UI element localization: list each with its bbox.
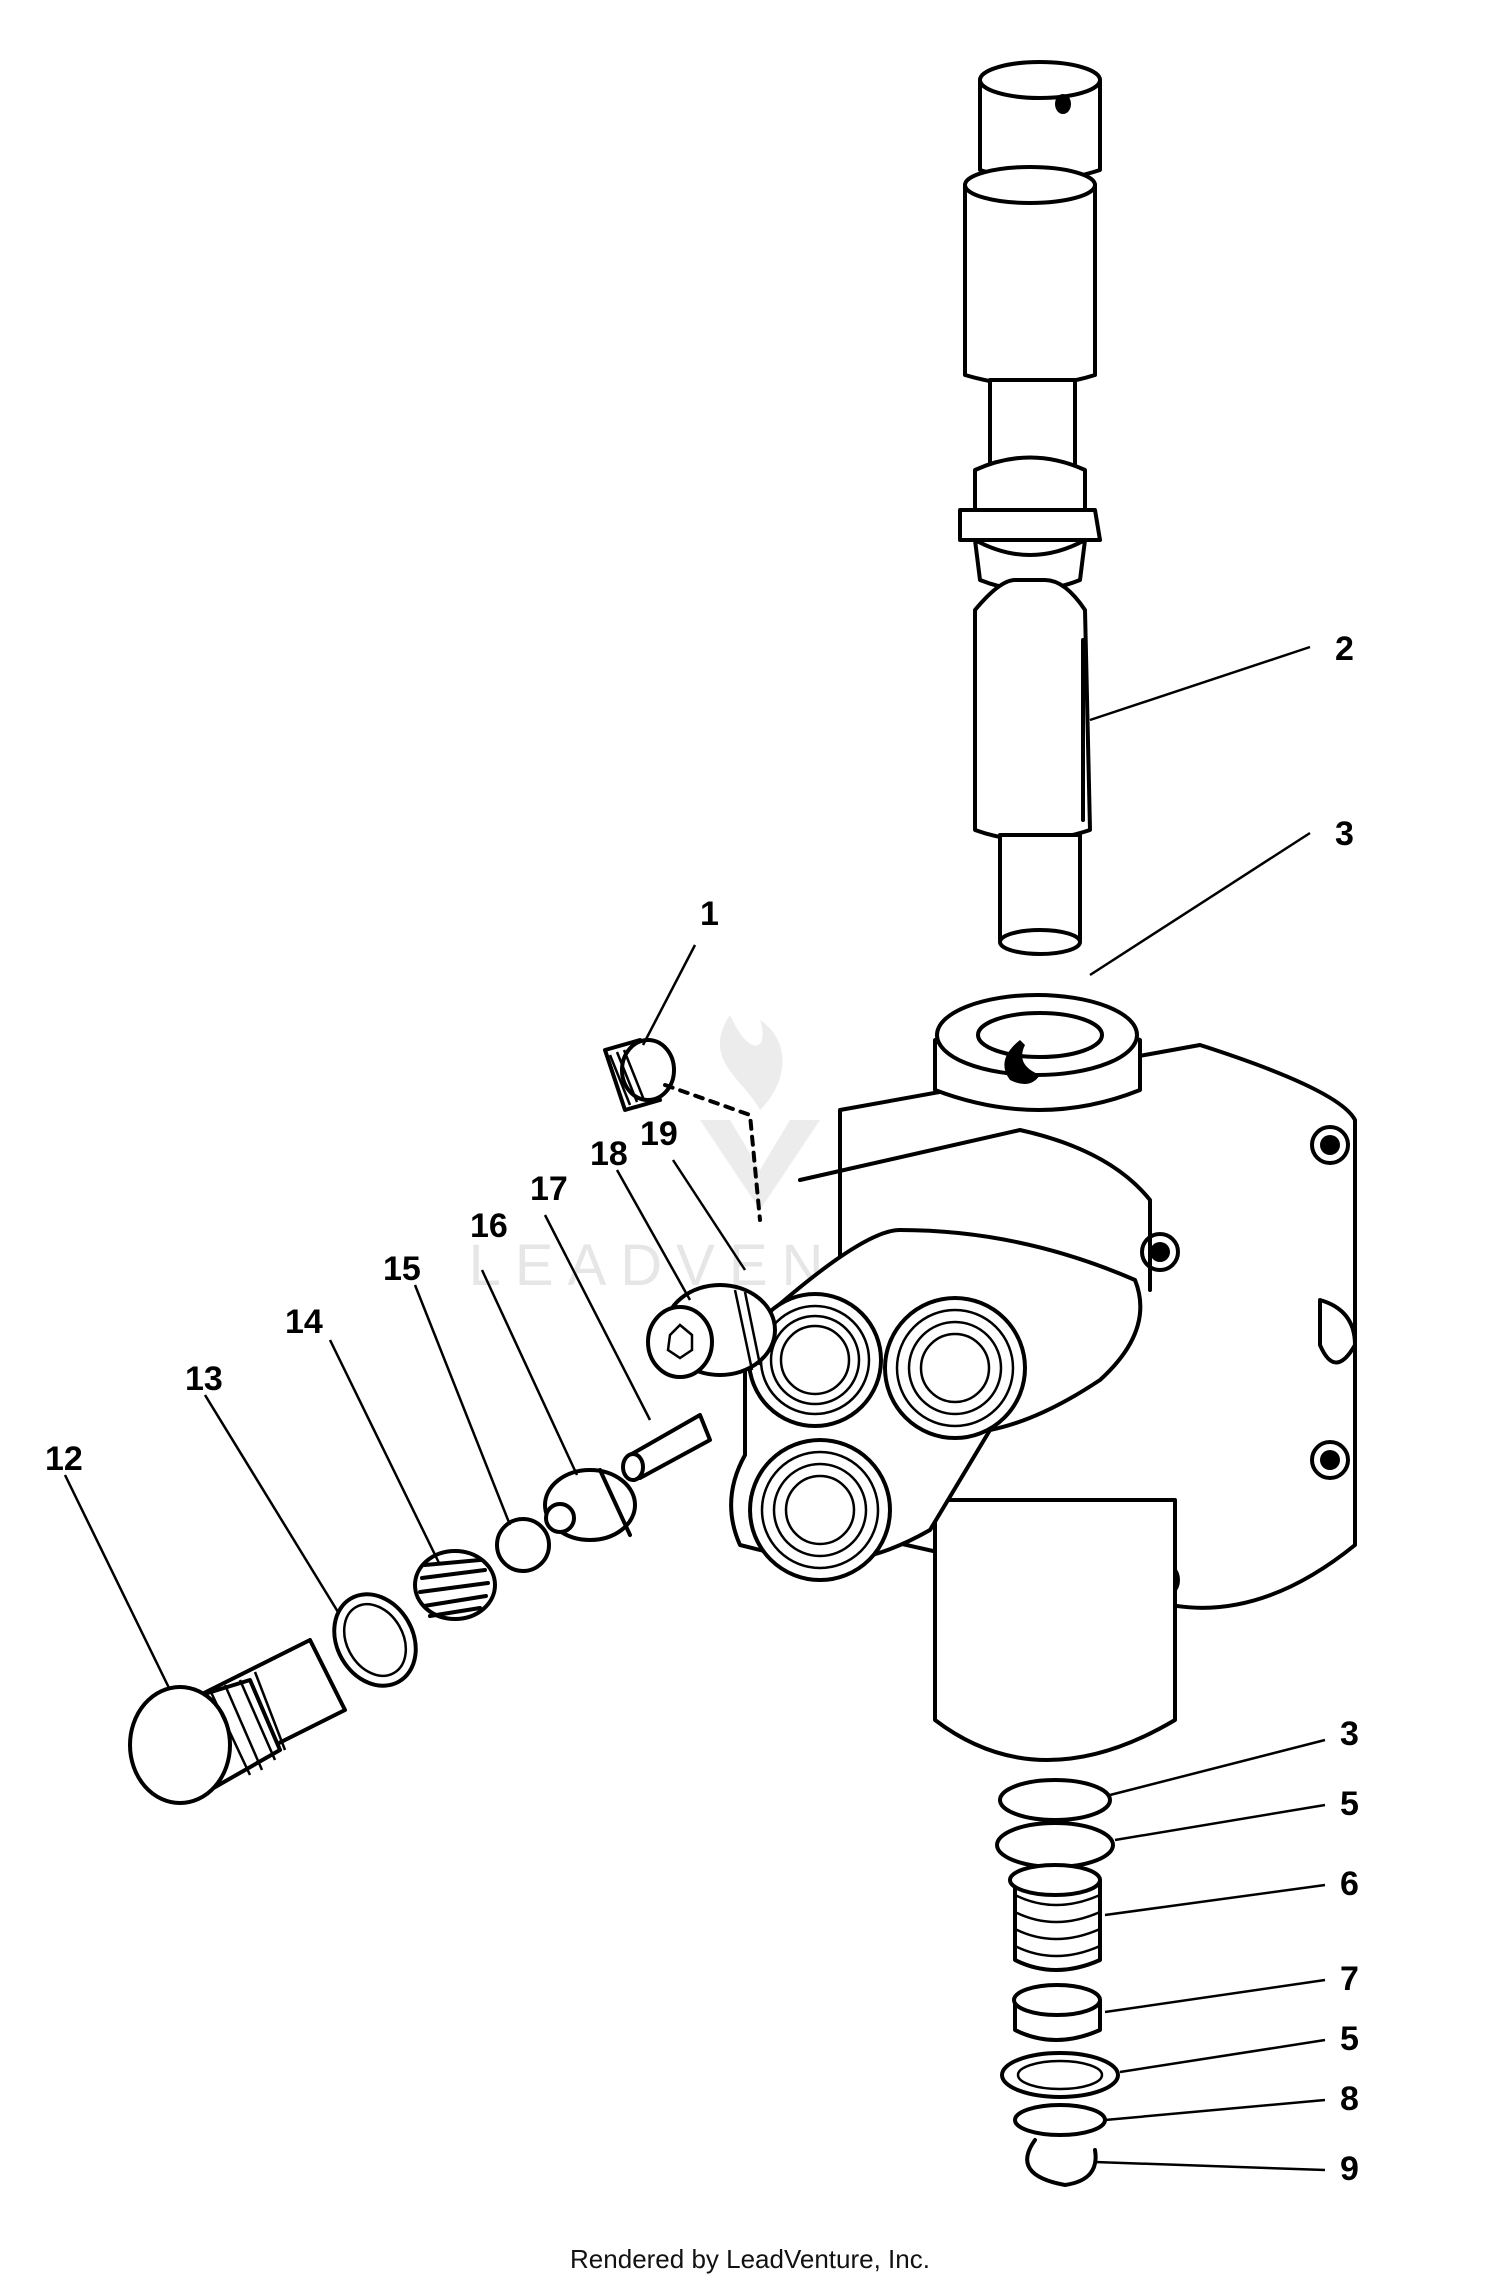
footer-credit: Rendered by LeadVenture, Inc. [570,2244,930,2274]
ring-part-8 [1013,2103,1107,2137]
leader-lines [63,645,1326,2172]
port-lower [748,1438,892,1582]
oring-part-13 [332,1592,418,1688]
washer-part-5a [995,1821,1115,1869]
spool-part-2 [958,60,1102,956]
callout-17: 17 [530,1170,568,1208]
port-upper-right [883,1296,1027,1440]
seal-stack [995,1778,1120,2187]
callout-15: 15 [383,1250,421,1288]
plug-part-18 [646,1283,777,1379]
callout-5-upper: 5 [1340,1785,1359,1823]
callout-7: 7 [1340,1960,1359,1998]
ball-part-15 [495,1517,551,1573]
callout-16: 16 [470,1207,508,1245]
callout-5-lower: 5 [1340,2020,1359,2058]
callout-18: 18 [590,1135,628,1173]
poppet-part-16 [543,1468,637,1542]
callout-14: 14 [285,1303,323,1341]
callout-19: 19 [640,1115,678,1153]
relief-cap-part-12 [128,1638,347,1805]
snap-ring-part-9 [1025,2138,1098,2187]
callout-9: 9 [1340,2150,1359,2188]
spring-part-14 [413,1549,497,1621]
callout-6: 6 [1340,1865,1359,1903]
callout-8: 8 [1340,2080,1359,2118]
washer-part-5b [1000,2051,1120,2099]
callout-labels: 1 2 3 3 5 6 7 5 8 9 12 13 14 15 16 17 18… [45,630,1359,2188]
callout-1: 1 [700,895,719,933]
oring-part-3b [998,1778,1112,1822]
callout-2: 2 [1335,630,1354,668]
pin-part-17 [621,1413,712,1482]
plug-part-1 [603,1038,762,1222]
callout-12: 12 [45,1440,83,1478]
valve-body [729,993,1357,1762]
callout-13: 13 [185,1360,223,1398]
callout-3-top: 3 [1335,815,1354,853]
callout-3-bottom: 3 [1340,1715,1359,1753]
